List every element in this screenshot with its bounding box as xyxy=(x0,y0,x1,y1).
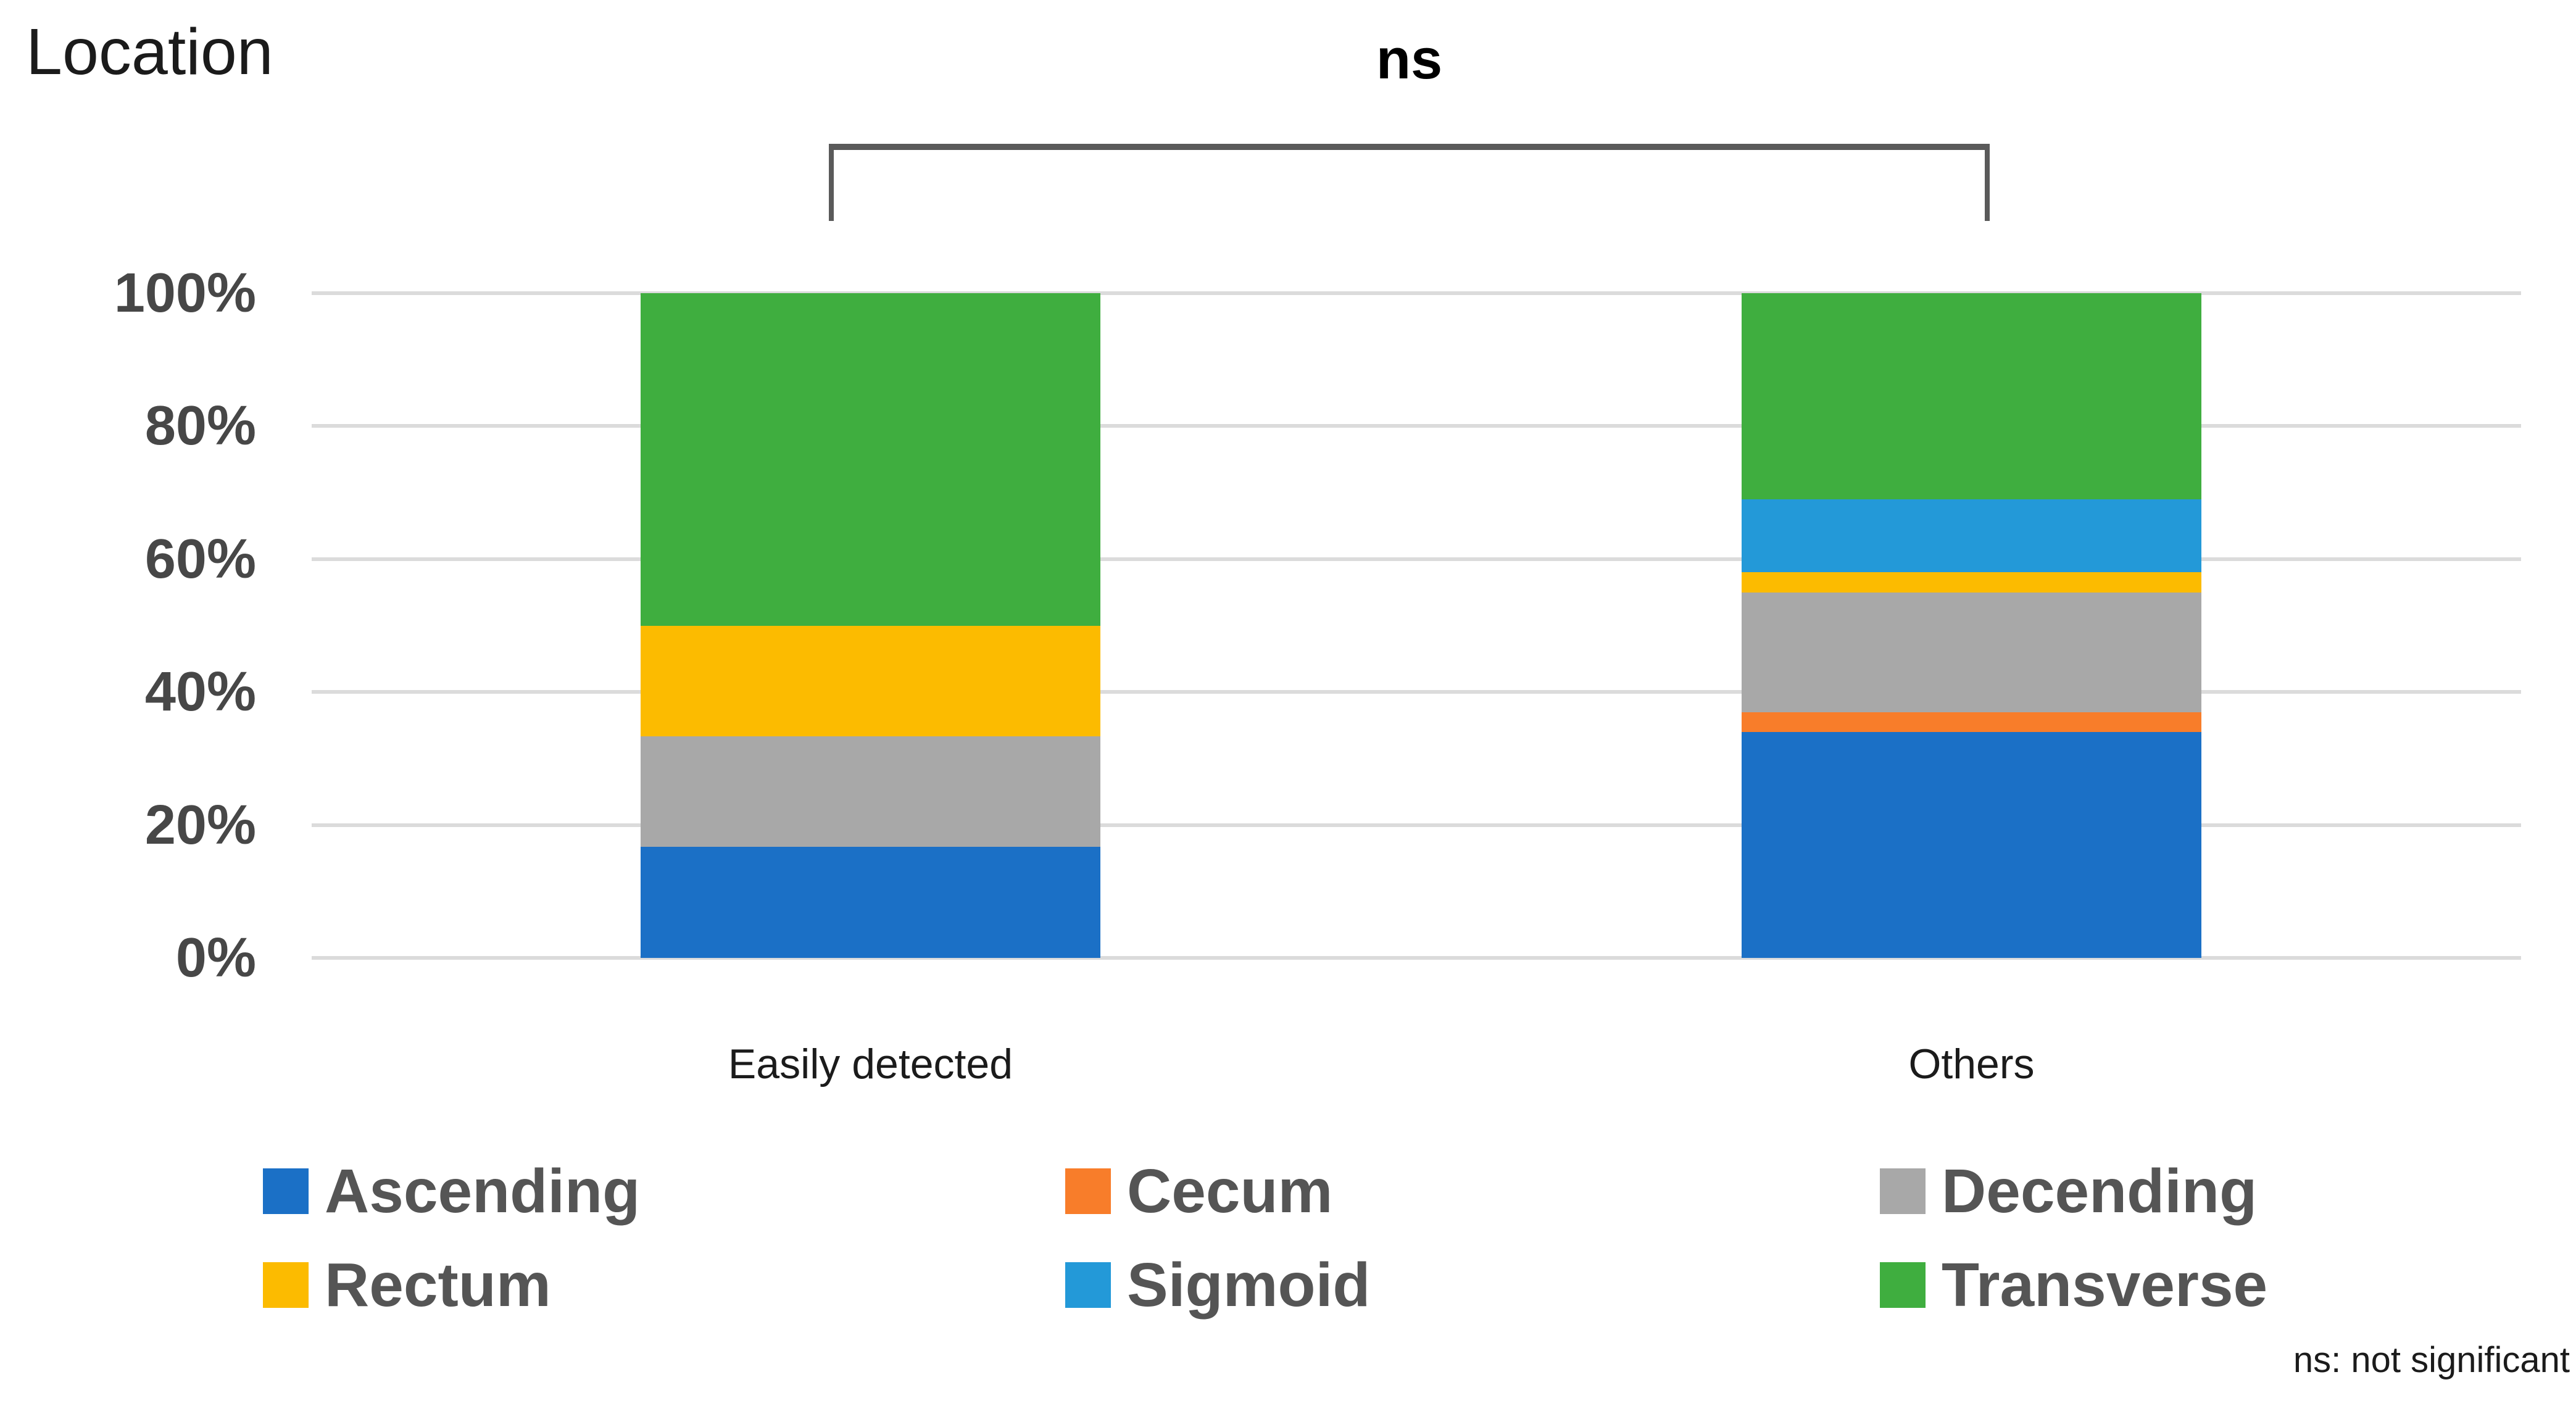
legend-swatch-sigmoid xyxy=(1065,1262,1111,1308)
bar-easily-detected xyxy=(641,293,1100,958)
legend-label: Transverse xyxy=(1942,1250,2268,1320)
plot-area xyxy=(312,291,2521,960)
gridline xyxy=(312,956,2521,960)
x-category-label: Easily detected xyxy=(728,1041,1013,1088)
y-tick-label: 100% xyxy=(114,262,256,324)
legend-item-decending: Decending xyxy=(1880,1159,2257,1223)
gridline xyxy=(312,690,2521,694)
legend-swatch-ascending xyxy=(263,1168,309,1214)
legend-item-sigmoid: Sigmoid xyxy=(1065,1253,1370,1317)
gridline xyxy=(312,557,2521,561)
gridline xyxy=(312,291,2521,295)
bar-segment-sigmoid xyxy=(1742,499,2201,573)
bar-segment-ascending xyxy=(641,847,1100,958)
y-tick-label: 40% xyxy=(144,661,256,723)
legend-swatch-cecum xyxy=(1065,1168,1111,1214)
y-tick-label: 0% xyxy=(175,927,256,989)
chart-title: Location xyxy=(26,15,273,88)
bar-segment-decending xyxy=(641,736,1100,847)
legend-swatch-transverse xyxy=(1880,1262,1926,1308)
bar-segment-transverse xyxy=(641,293,1100,626)
legend-label: Sigmoid xyxy=(1127,1250,1371,1320)
bar-segment-ascending xyxy=(1742,731,2201,958)
legend-item-transverse: Transverse xyxy=(1880,1253,2267,1317)
legend-label: Ascending xyxy=(325,1157,641,1226)
gridline xyxy=(312,424,2521,428)
legend-swatch-decending xyxy=(1880,1168,1926,1214)
y-tick-label: 20% xyxy=(144,794,256,856)
bar-others xyxy=(1742,293,2201,958)
legend-swatch-rectum xyxy=(263,1262,309,1308)
bar-segment-decending xyxy=(1742,592,2201,712)
significance-label: ns xyxy=(1376,28,1443,91)
bar-segment-rectum xyxy=(641,625,1100,737)
bar-segment-rectum xyxy=(1742,572,2201,593)
significance-bracket xyxy=(829,144,1990,221)
y-tick-label: 80% xyxy=(144,395,256,457)
legend-item-cecum: Cecum xyxy=(1065,1159,1332,1223)
bar-segment-cecum xyxy=(1742,712,2201,732)
x-category-label: Others xyxy=(1908,1041,2035,1088)
y-tick-label: 60% xyxy=(144,528,256,590)
bar-segment-transverse xyxy=(1742,293,2201,499)
gridline xyxy=(312,823,2521,827)
legend-item-ascending: Ascending xyxy=(263,1159,640,1223)
legend-label: Rectum xyxy=(325,1250,551,1320)
legend-item-rectum: Rectum xyxy=(263,1253,551,1317)
legend-label: Cecum xyxy=(1127,1157,1333,1226)
legend-label: Decending xyxy=(1942,1157,2258,1226)
significance-footnote: ns: not significant xyxy=(2293,1340,2570,1380)
